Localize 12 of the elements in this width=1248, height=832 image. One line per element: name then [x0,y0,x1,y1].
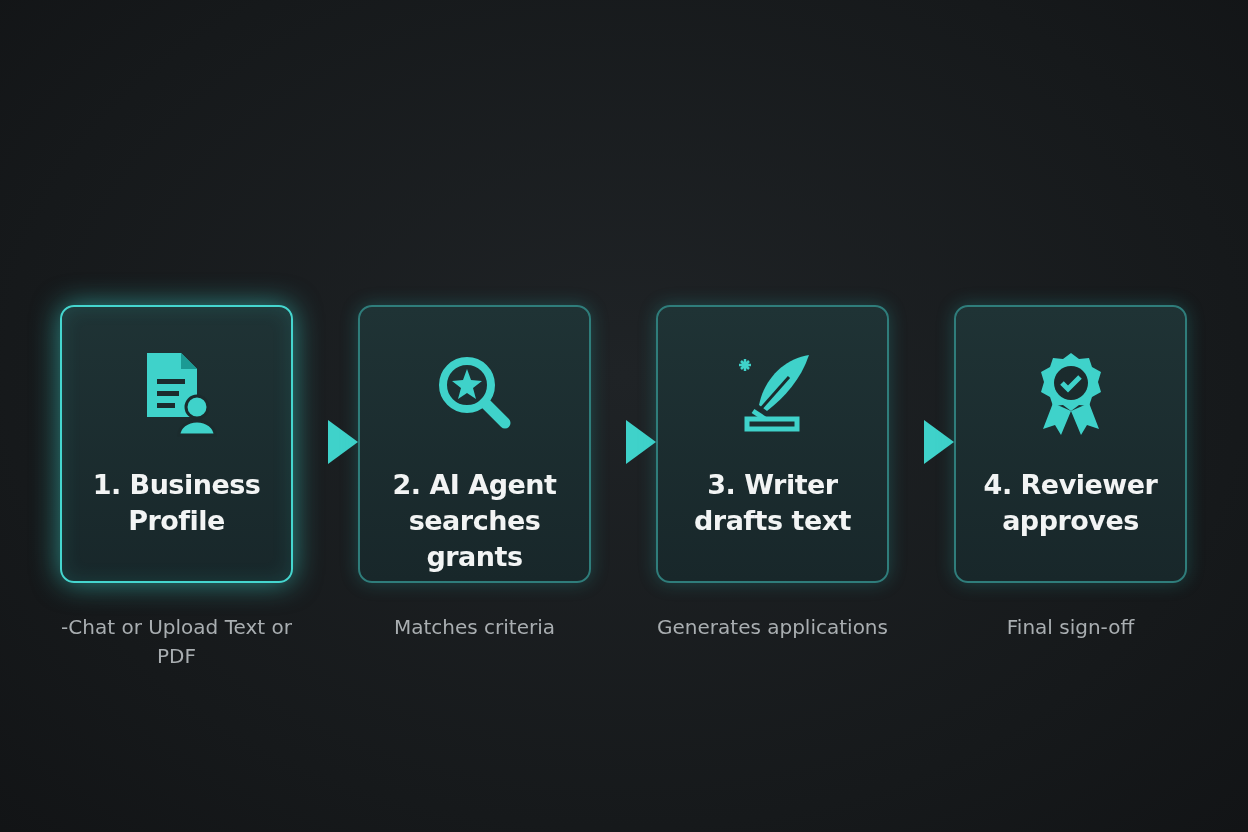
step-card [358,305,591,583]
step-description: Matches criteria [392,614,557,641]
step-title: 4. Reviewer approves [982,468,1159,538]
step-card [60,305,293,583]
step-card [656,305,889,583]
step-description: Final sign-off [1005,614,1136,641]
step-title: 2. AI Agent searches grants [391,468,558,574]
step-title: 1. Business Profile [91,468,262,538]
step-description: -Chat or Upload Text or PDF [60,614,293,670]
step-card [954,305,1187,583]
step-description: Generates applications [656,614,889,641]
step-title: 3. Writer drafts text [693,468,852,538]
